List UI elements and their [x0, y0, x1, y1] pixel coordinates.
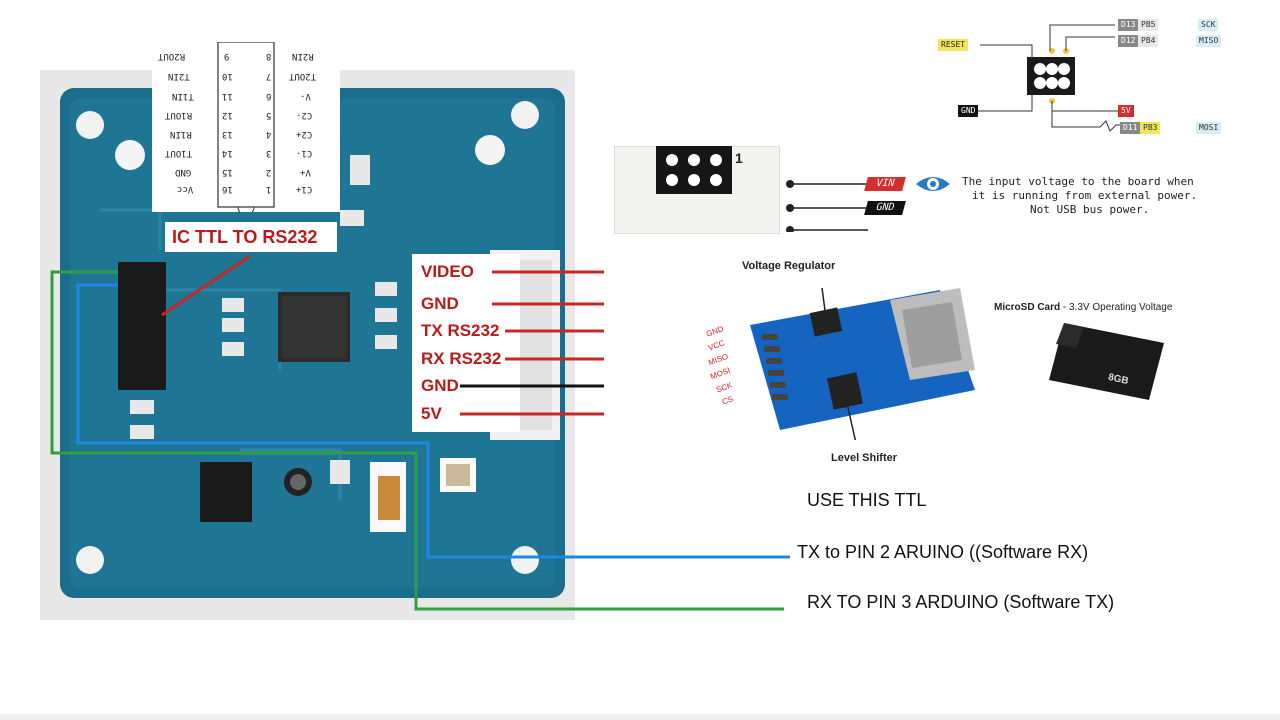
icsp-tag-mid-3: MISO [1196, 35, 1222, 47]
icsp-tag-bot-2: PB3 [1140, 122, 1161, 134]
ic-label: IC TTL TO RS232 [172, 227, 318, 247]
ic-pointer-arrow [161, 254, 251, 317]
level-shifter-label: Level Shifter [831, 452, 898, 464]
icsp-tag-top-1: D13 [1118, 19, 1139, 31]
icsp-header-pins [656, 146, 732, 194]
use-this-ttl-note: USE THIS TTL [807, 490, 927, 510]
connector-label-box [412, 254, 520, 432]
icsp-tag-bot-1: D11 [1120, 122, 1141, 134]
microsd-module [750, 287, 975, 440]
microsd-card-label-bold: MicroSD Card [994, 302, 1061, 313]
vin-note-line-1: The input voltage to the board when [962, 175, 1194, 188]
icsp-pin-one: 1 [735, 150, 743, 166]
ic-pinout-box [152, 42, 340, 212]
voltage-regulator-label: Voltage Regulator [742, 260, 836, 272]
microsd-card-label: MicroSD Card - 3.3V Operating Voltage [994, 302, 1172, 313]
icsp-diagram [958, 24, 1130, 132]
gnd-tag: GND [864, 201, 906, 215]
icsp-gnd-small: GND [958, 105, 979, 117]
wire-green-rx [50, 270, 784, 611]
connector-label-5v: 5V [421, 404, 442, 423]
microsd-card-image [1049, 323, 1164, 400]
ic-pinout-outline [217, 42, 275, 212]
icsp-tag-top-3: SCK [1198, 19, 1219, 31]
wire-blue-tx [76, 283, 790, 559]
vin-note-line-3: Not USB bus power. [1030, 203, 1150, 216]
connector-label-gnd-2: GND [421, 376, 459, 395]
connector-label-video: VIDEO [421, 262, 474, 281]
eye-icon [916, 177, 950, 191]
tx-pin-note: TX to PIN 2 ARUINO ((Software RX) [797, 542, 1089, 562]
icsp-tag-top-2: PB5 [1138, 19, 1159, 31]
reset-tag: RESET [938, 39, 969, 51]
connector-label-gnd-1: GND [421, 294, 459, 313]
icsp-tag-mid-2: PB4 [1138, 35, 1159, 47]
ic-label-box [165, 222, 337, 252]
connector-label-rx-rs232: RX RS232 [421, 349, 502, 368]
vin-tag: VIN [864, 177, 906, 191]
rx-pin-note: RX TO PIN 3 ARDUINO (Software TX) [807, 592, 1115, 612]
icsp-side-lines [786, 180, 868, 232]
icsp-tag-bot-3: MOSI [1196, 122, 1222, 134]
connector-label-tx-rs232: TX RS232 [421, 321, 500, 340]
pcb-board [60, 88, 565, 598]
microsd-card-label-rest: - 3.3V Operating Voltage [1060, 302, 1173, 313]
bottom-strip [0, 714, 1280, 720]
vin-note-line-2: it is running from external power. [972, 189, 1198, 202]
icsp-tag-mid-1: D12 [1118, 35, 1139, 47]
icsp-5v: 5V [1118, 105, 1134, 117]
